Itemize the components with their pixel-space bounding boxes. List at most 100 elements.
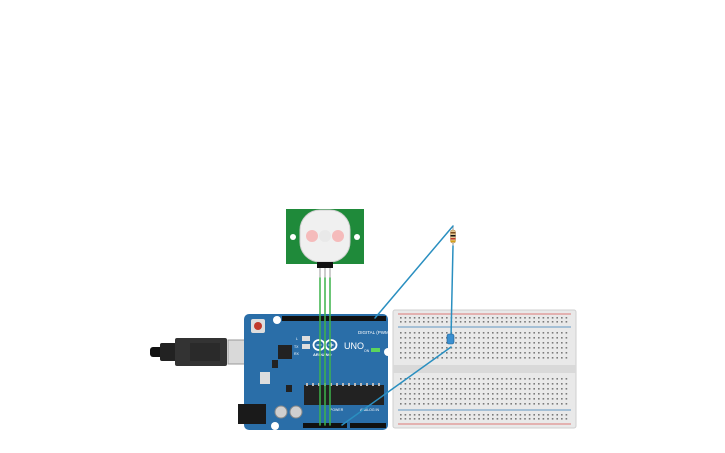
breadboard-hole[interactable] — [492, 378, 494, 380]
breadboard-hole[interactable] — [464, 321, 466, 323]
breadboard-hole[interactable] — [432, 378, 434, 380]
breadboard-hole[interactable] — [538, 342, 540, 344]
breadboard-hole[interactable] — [455, 393, 457, 395]
breadboard-hole[interactable] — [423, 403, 425, 405]
breadboard-hole[interactable] — [459, 418, 462, 420]
breadboard-hole[interactable] — [538, 403, 540, 405]
breadboard-hole[interactable] — [473, 357, 476, 359]
breadboard-hole[interactable] — [565, 378, 568, 380]
breadboard-hole[interactable] — [515, 403, 517, 405]
breadboard-hole[interactable] — [487, 337, 489, 339]
breadboard-hole[interactable] — [469, 378, 471, 380]
breadboard-hole[interactable] — [418, 398, 420, 400]
breadboard-hole[interactable] — [473, 332, 476, 334]
breadboard-hole[interactable] — [482, 342, 485, 344]
breadboard-hole[interactable] — [501, 403, 503, 405]
breadboard-hole[interactable] — [496, 418, 499, 420]
pir-motion-sensor[interactable] — [286, 209, 364, 278]
breadboard-hole[interactable] — [565, 347, 568, 349]
breadboard-hole[interactable] — [482, 414, 485, 416]
breadboard-hole[interactable] — [547, 418, 549, 420]
breadboard-hole[interactable] — [519, 414, 522, 416]
breadboard-hole[interactable] — [487, 388, 489, 390]
breadboard-hole[interactable] — [501, 414, 503, 416]
breadboard-hole[interactable] — [538, 393, 540, 395]
breadboard-hole[interactable] — [510, 357, 512, 359]
breadboard-hole[interactable] — [551, 342, 554, 344]
breadboard-hole[interactable] — [515, 398, 517, 400]
breadboard-hole[interactable] — [556, 317, 558, 319]
breadboard-hole[interactable] — [404, 398, 407, 400]
resistor[interactable] — [450, 226, 456, 246]
breadboard-hole[interactable] — [459, 378, 462, 380]
breadboard-hole[interactable] — [519, 357, 522, 359]
breadboard-hole[interactable] — [487, 383, 489, 385]
breadboard-hole[interactable] — [432, 357, 434, 359]
breadboard-hole[interactable] — [432, 321, 434, 323]
breadboard-hole[interactable] — [487, 378, 489, 380]
breadboard-hole[interactable] — [413, 383, 416, 385]
breadboard-hole[interactable] — [533, 347, 535, 349]
breadboard-hole[interactable] — [450, 378, 453, 380]
breadboard-hole[interactable] — [492, 357, 494, 359]
breadboard-hole[interactable] — [473, 418, 476, 420]
breadboard-hole[interactable] — [436, 337, 439, 339]
breadboard-hole[interactable] — [524, 357, 526, 359]
breadboard-hole[interactable] — [469, 398, 471, 400]
breadboard-hole[interactable] — [565, 393, 568, 395]
breadboard-hole[interactable] — [469, 332, 471, 334]
breadboard-hole[interactable] — [418, 388, 420, 390]
breadboard-hole[interactable] — [409, 352, 411, 354]
breadboard-hole[interactable] — [492, 414, 494, 416]
breadboard-hole[interactable] — [482, 398, 485, 400]
breadboard-hole[interactable] — [496, 383, 499, 385]
breadboard-hole[interactable] — [515, 383, 517, 385]
breadboard-hole[interactable] — [404, 383, 407, 385]
breadboard-hole[interactable] — [519, 388, 522, 390]
breadboard-hole[interactable] — [556, 414, 558, 416]
breadboard-hole[interactable] — [487, 352, 489, 354]
breadboard-hole[interactable] — [487, 347, 489, 349]
breadboard-hole[interactable] — [487, 317, 489, 319]
breadboard-hole[interactable] — [501, 332, 503, 334]
breadboard-hole[interactable] — [409, 383, 411, 385]
breadboard-hole[interactable] — [528, 398, 531, 400]
breadboard-hole[interactable] — [409, 317, 411, 319]
breadboard-hole[interactable] — [565, 388, 568, 390]
breadboard-hole[interactable] — [450, 418, 453, 420]
breadboard-hole[interactable] — [404, 388, 407, 390]
breadboard-hole[interactable] — [533, 418, 535, 420]
breadboard-hole[interactable] — [478, 393, 480, 395]
breadboard-hole[interactable] — [400, 414, 402, 416]
breadboard-hole[interactable] — [556, 378, 558, 380]
breadboard-hole[interactable] — [538, 332, 540, 334]
breadboard-hole[interactable] — [413, 398, 416, 400]
breadboard-hole[interactable] — [423, 393, 425, 395]
breadboard-hole[interactable] — [496, 414, 499, 416]
breadboard-hole[interactable] — [551, 414, 554, 416]
breadboard-hole[interactable] — [505, 357, 508, 359]
breadboard-hole[interactable] — [542, 357, 545, 359]
breadboard-hole[interactable] — [436, 398, 439, 400]
breadboard-hole[interactable] — [556, 418, 558, 420]
breadboard-hole[interactable] — [565, 398, 568, 400]
breadboard-hole[interactable] — [538, 317, 540, 319]
breadboard-hole[interactable] — [533, 398, 535, 400]
breadboard-hole[interactable] — [436, 414, 439, 416]
breadboard-hole[interactable] — [510, 383, 512, 385]
breadboard-hole[interactable] — [464, 393, 466, 395]
breadboard-hole[interactable] — [496, 357, 499, 359]
breadboard-hole[interactable] — [478, 332, 480, 334]
breadboard-hole[interactable] — [441, 414, 443, 416]
breadboard-hole[interactable] — [556, 383, 558, 385]
breadboard-hole[interactable] — [487, 357, 489, 359]
breadboard-hole[interactable] — [533, 321, 535, 323]
breadboard-hole[interactable] — [469, 352, 471, 354]
breadboard-hole[interactable] — [561, 403, 563, 405]
breadboard-hole[interactable] — [432, 414, 434, 416]
breadboard-hole[interactable] — [427, 403, 430, 405]
breadboard-hole[interactable] — [423, 357, 425, 359]
breadboard-hole[interactable] — [538, 414, 540, 416]
breadboard-hole[interactable] — [501, 418, 503, 420]
breadboard-hole[interactable] — [478, 337, 480, 339]
